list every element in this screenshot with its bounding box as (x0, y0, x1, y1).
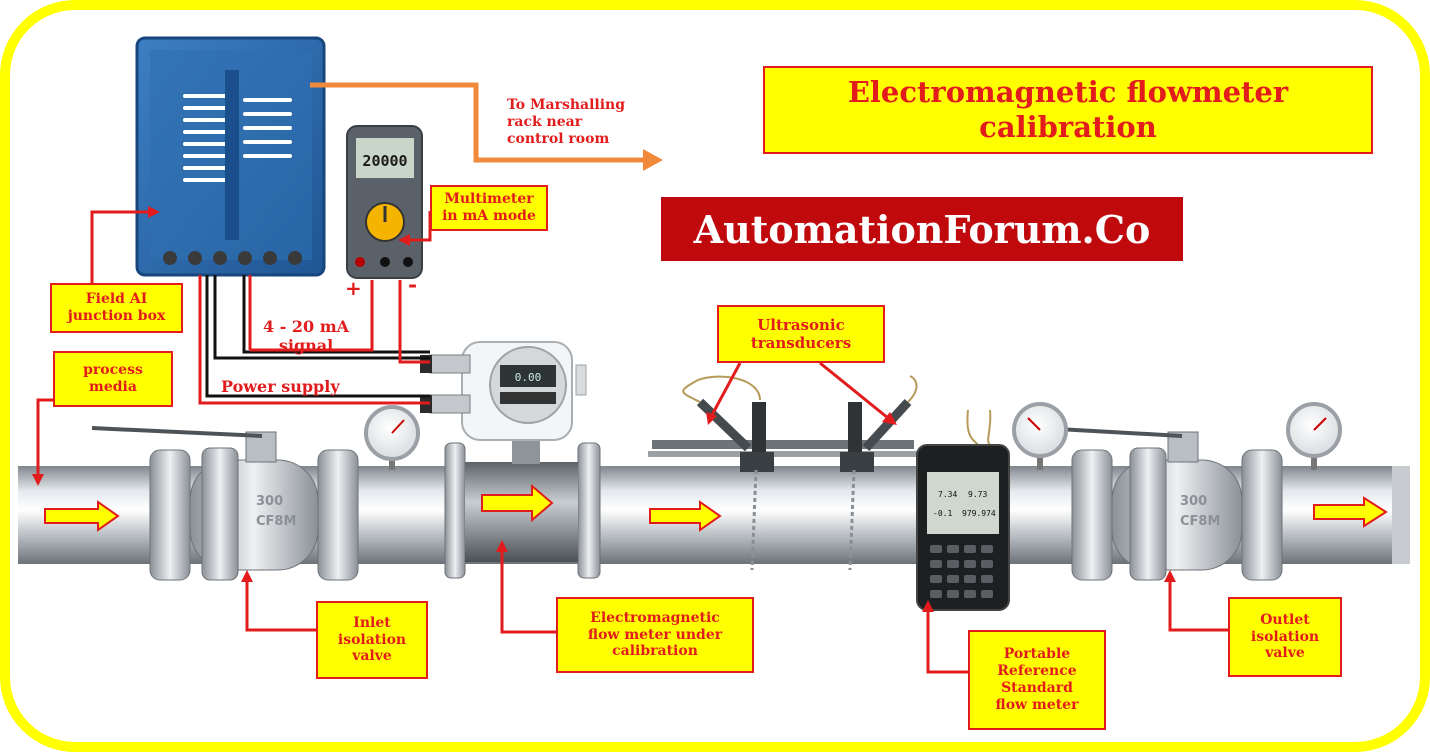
transmitter-display-value: 0.00 (515, 371, 542, 384)
handheld-flowmeter-icon: 7.34 9.73 -0.1 979.974 (916, 409, 1010, 611)
signal-wiring (198, 275, 430, 405)
svg-text:CF8M: CF8M (1180, 514, 1220, 529)
multimeter-icon: 20000 (346, 125, 423, 279)
callout-arrowheads (32, 206, 1176, 612)
reference-meter-callout: Portable Reference Standard flow meter (968, 630, 1106, 730)
handheld-reading-4: 979.974 (962, 509, 996, 518)
process-media-callout: process media (53, 351, 173, 407)
handheld-reading-1: 7.34 (938, 490, 957, 499)
outlet-valve-icon: 300 CF8M (1039, 426, 1283, 581)
marshalling-label: To Marshalling rack near control room (507, 97, 626, 147)
field-ai-junction-box-callout: Field AI junction box (50, 283, 183, 333)
multimeter-display-value: 20000 (362, 152, 407, 170)
handheld-reading-3: -0.1 (933, 509, 952, 518)
handheld-reading-2: 9.73 (968, 490, 987, 499)
svg-text:300: 300 (256, 494, 283, 509)
inlet-pressure-gauge-icon (364, 405, 420, 470)
transmitter-icon: 0.00 (420, 341, 587, 441)
inlet-valve-callout: Inlet isolation valve (316, 601, 428, 679)
outlet-upstream-pressure-gauge-icon (1012, 402, 1068, 470)
svg-text:CF8M: CF8M (256, 514, 296, 529)
plus-terminal-label: + (345, 276, 362, 300)
multimeter-callout: Multimeter in mA mode (430, 185, 548, 231)
ultrasonic-clamp-icon (648, 375, 918, 571)
inlet-valve-icon: 300 CF8M (91, 426, 359, 581)
svg-text:300: 300 (1180, 494, 1207, 509)
page-title: Electromagnetic flowmeter calibration (763, 66, 1373, 154)
signal-label: 4 - 20 mA signal (263, 317, 350, 356)
power-supply-label: Power supply (221, 377, 340, 396)
ultrasonic-transducers-callout: Ultrasonic transducers (717, 305, 885, 363)
callout-leader-lines (36, 210, 1228, 674)
junction-box-icon (135, 36, 326, 277)
minus-terminal-label: - (408, 272, 418, 298)
brand-banner: AutomationForum.Co (661, 197, 1183, 261)
marshalling-arrow (310, 82, 663, 171)
flow-direction-arrow-icon (44, 483, 1388, 532)
outlet-valve-callout: Outlet isolation valve (1228, 597, 1342, 677)
em-flowmeter-callout: Electromagnetic flow meter under calibra… (556, 597, 754, 673)
outlet-downstream-pressure-gauge-icon (1286, 402, 1342, 470)
